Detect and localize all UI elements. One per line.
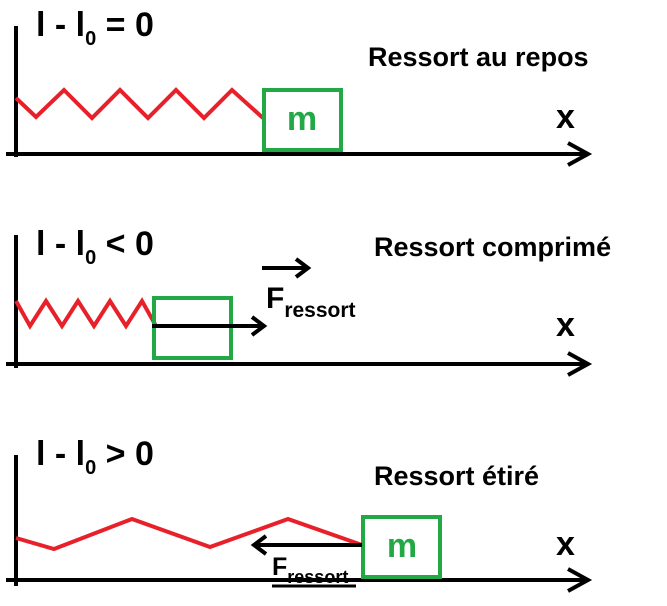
spring xyxy=(14,297,158,330)
caption-stretched: Ressort étiré xyxy=(374,461,539,491)
mass-block xyxy=(361,515,442,579)
x-axis-label: x xyxy=(556,306,575,344)
panel-stretched: l - l0 > 0 Ressort étiré x m Fressort xyxy=(6,435,593,593)
equation-rest: l - l0 = 0 xyxy=(36,6,154,50)
x-axis-arrowhead xyxy=(567,567,593,593)
mass-label: m xyxy=(387,527,417,565)
force-arrowhead xyxy=(250,534,268,556)
caption-rest: Ressort au repos xyxy=(368,42,589,72)
force-arrowhead xyxy=(250,315,268,337)
mass-label: m xyxy=(287,100,317,138)
x-axis-label: x xyxy=(556,525,575,563)
panel-rest: l - l0 = 0 Ressort au repos x m xyxy=(6,6,593,167)
equation-stretched: l - l0 > 0 xyxy=(36,435,154,479)
x-axis-arrowhead xyxy=(567,141,593,167)
x-axis-arrowhead xyxy=(567,351,593,377)
x-axis-label: x xyxy=(556,98,575,136)
force-label: Fressort xyxy=(266,282,356,322)
spring xyxy=(14,87,265,121)
vector-arrowhead xyxy=(294,257,312,279)
equation-compressed: l - l0 < 0 xyxy=(36,225,154,269)
caption-compressed: Ressort comprimé xyxy=(374,232,611,262)
force-label: Fressort xyxy=(272,553,348,587)
mass-block xyxy=(262,88,343,152)
panel-compressed: l - l0 < 0 Ressort comprimé x Fressort xyxy=(6,225,611,377)
spring xyxy=(15,516,363,552)
